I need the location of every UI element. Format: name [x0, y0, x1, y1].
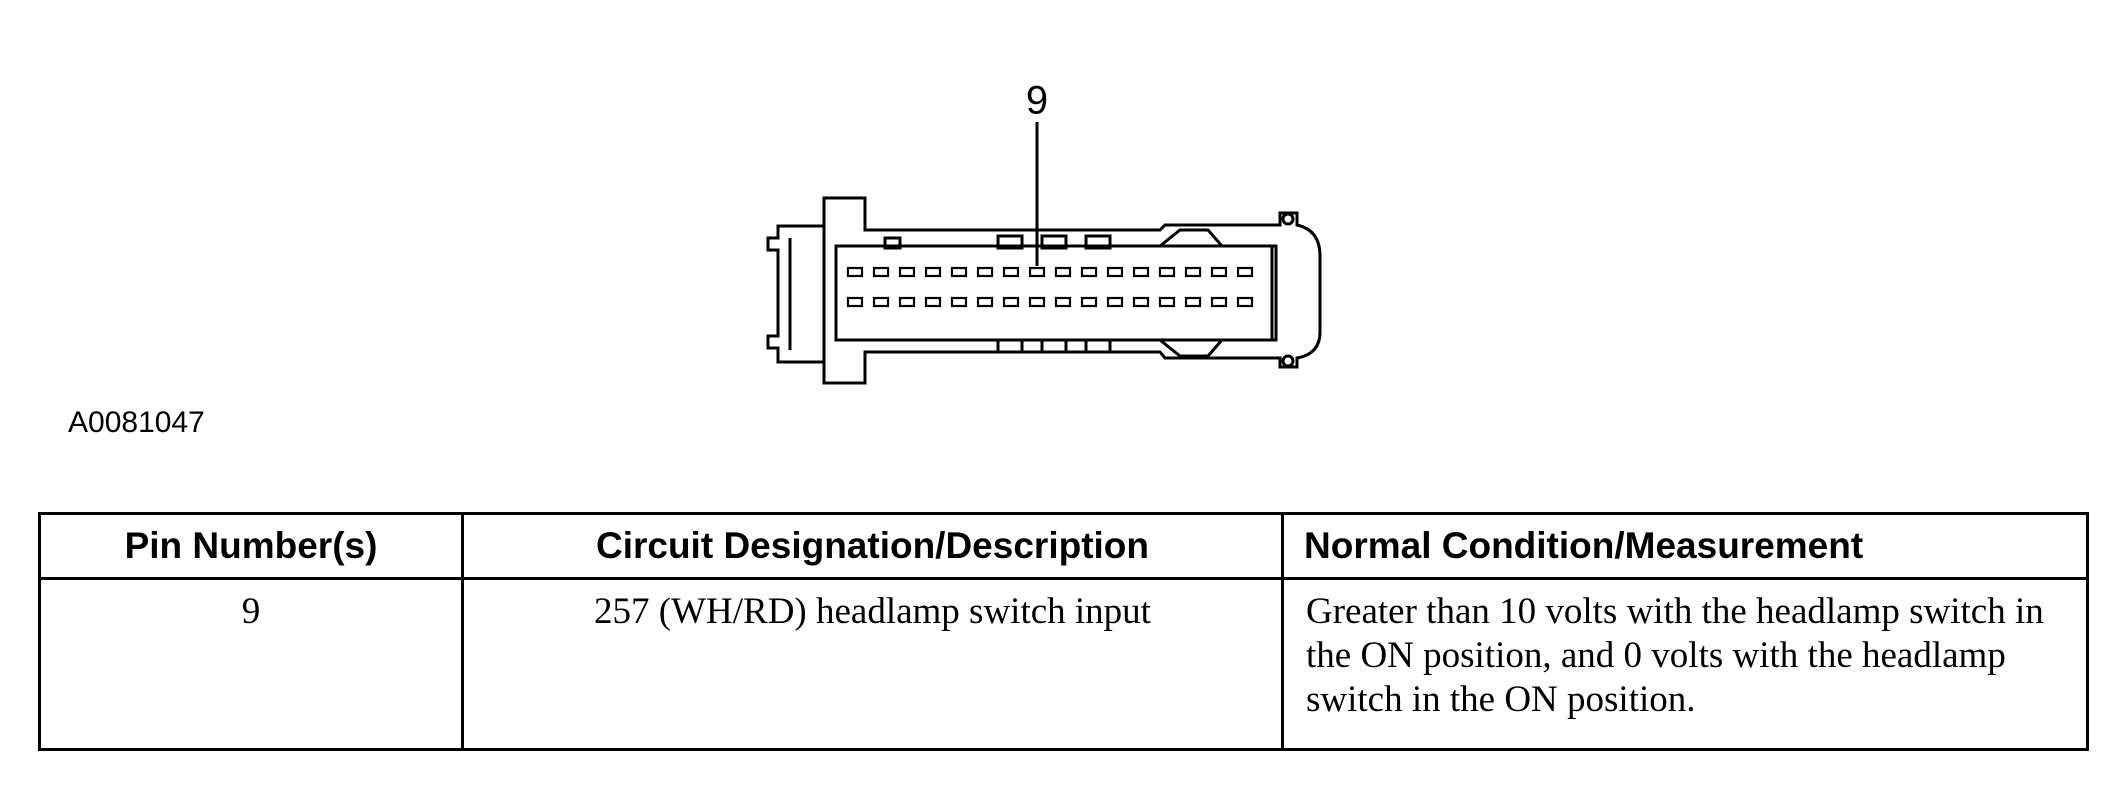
pin-terminal [1236, 296, 1254, 308]
pin-terminal [846, 296, 864, 308]
pin-terminal [1158, 296, 1176, 308]
key-bottom-2 [1040, 338, 1068, 354]
key-top-left [883, 236, 902, 250]
header-pin-numbers: Pin Number(s) [38, 512, 464, 580]
pin-terminal [1054, 296, 1072, 308]
key-bottom-1 [996, 338, 1024, 354]
pin-terminal [1002, 296, 1020, 308]
pin-terminal [872, 266, 890, 278]
pin-terminal [1080, 296, 1098, 308]
pin-terminal [1132, 266, 1150, 278]
callout-label: 9 [1026, 79, 1048, 123]
key-bottom-3 [1084, 338, 1112, 354]
mount-hole-top [1281, 212, 1295, 226]
connector-diagram: 9 [760, 60, 1340, 400]
pinout-table: Pin Number(s) Circuit Designation/Descri… [38, 512, 2089, 751]
header-normal-condition: Normal Condition/Measurement [1281, 512, 2089, 580]
pin-terminal [1236, 266, 1254, 278]
rib-bottom [1159, 338, 1224, 358]
pin-terminal [1184, 266, 1202, 278]
pin-terminal [1210, 296, 1228, 308]
table-header-row: Pin Number(s) Circuit Designation/Descri… [38, 512, 2089, 580]
pin-terminal [1080, 266, 1098, 278]
pin-terminal-9 [1028, 266, 1046, 278]
connector-drawing: 9 [766, 79, 1322, 385]
pin-terminal [976, 266, 994, 278]
pin-terminals [846, 266, 1254, 308]
mount-hole-bottom [1281, 354, 1295, 368]
pin-terminal [898, 296, 916, 308]
header-circuit-description: Circuit Designation/Description [461, 512, 1284, 580]
cell-condition: Greater than 10 volts with the headlamp … [1281, 577, 2089, 751]
pin-terminal [1106, 296, 1124, 308]
left-latch [766, 224, 824, 364]
terminal-cavity [834, 244, 1278, 342]
pin-terminal [1028, 296, 1046, 308]
pin-terminal [1158, 266, 1176, 278]
cell-circuit: 257 (WH/RD) headlamp switch input [461, 577, 1284, 751]
rib-top [1159, 228, 1224, 248]
pin-terminal [950, 266, 968, 278]
pin-terminal [976, 296, 994, 308]
pin-terminal [1210, 266, 1228, 278]
pin-terminal [1002, 266, 1020, 278]
pin-terminal [872, 296, 890, 308]
connector-body-outline [822, 196, 1322, 385]
key-top-3 [1084, 234, 1112, 250]
cell-pin: 9 [38, 577, 464, 751]
pin-terminal [1106, 266, 1124, 278]
key-top-2 [1040, 234, 1068, 250]
key-top-1 [996, 234, 1024, 250]
table-row: 9 257 (WH/RD) headlamp switch input Grea… [38, 577, 2089, 751]
pin-terminal [898, 266, 916, 278]
pin-terminal [950, 296, 968, 308]
pin-terminal [924, 296, 942, 308]
pin-terminal [924, 266, 942, 278]
pin-terminal [1054, 266, 1072, 278]
pin-terminal [1184, 296, 1202, 308]
figure-id: A0081047 [68, 406, 205, 439]
pin-terminal [846, 266, 864, 278]
pin-terminal [1132, 296, 1150, 308]
